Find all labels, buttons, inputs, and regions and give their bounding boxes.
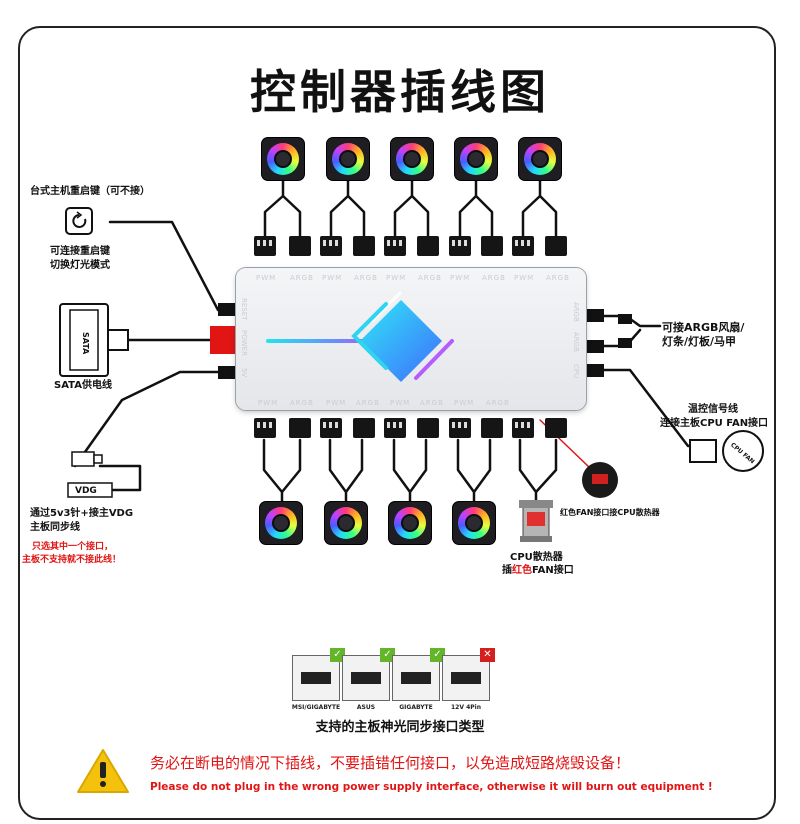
sync-type-card: ✓ ASUS: [342, 648, 395, 711]
hub-side-label: RESET: [240, 298, 248, 321]
connector-pins-icon: [351, 672, 381, 684]
argb-connector-icon: [481, 236, 503, 256]
sync-caption: 支持的主板神光同步接口类型: [315, 720, 485, 735]
warning-english: Please do not plug in the wrong power su…: [150, 781, 713, 793]
hub-port-label: PWM: [256, 274, 277, 282]
pwm-connector-icon: [254, 418, 276, 438]
hub-side-label: 5V: [240, 368, 248, 378]
argb-fan-icon: [389, 502, 431, 544]
argb-fan-icon: [327, 138, 369, 180]
argb-connector-icon: [481, 418, 503, 438]
argb-connector-icon: [289, 236, 311, 256]
argb-connector-icon: [417, 236, 439, 256]
connector-pins-icon: [401, 672, 431, 684]
reset-button-label: 台式主机重启键（可不接）: [30, 186, 150, 197]
argb-connector-icon: [417, 418, 439, 438]
sync-warning-line: 主板不支持就不接此线！: [22, 555, 122, 565]
connector-pins-icon: [451, 672, 481, 684]
argb-fan-icon: [325, 502, 367, 544]
pwm-connector-icon: [449, 236, 471, 256]
hub-port-label: ARGB: [486, 399, 510, 407]
vdg-tag: VDG: [75, 486, 97, 496]
sync-type-card: ✓ GIGABYTE: [392, 648, 445, 711]
temp-note-line: 温控信号线: [688, 404, 738, 415]
sync-type-card: ✓ MSI/GIGABYTE: [292, 648, 345, 711]
hub-port-label: ARGB: [356, 399, 380, 407]
hub-port-label: ARGB: [420, 399, 444, 407]
sync-warning-line: 只选其中一个接口，: [32, 542, 114, 552]
argb-fan-icon: [260, 502, 302, 544]
hub-port-label: ARGB: [482, 274, 506, 282]
hub-port-label: ARGB: [354, 274, 378, 282]
argb-fan-icon: [262, 138, 304, 180]
cpu-cooler-label: CPU散热器: [510, 552, 563, 563]
hub-port-label: PWM: [514, 274, 535, 282]
cpu-cooler-note: 插红色FAN接口: [502, 563, 574, 578]
hub-side-label: CPU: [572, 364, 580, 379]
sata-connector-text: SATA: [81, 332, 90, 355]
sync-type-name: ASUS: [356, 704, 376, 711]
pwm-connector-icon: [254, 236, 276, 256]
controller-hub: PWM ARGB PWM ARGB PWM ARGB PWM ARGB PWM …: [236, 268, 586, 410]
pwm-connector-icon: [512, 418, 534, 438]
pwm-connector-icon: [320, 236, 342, 256]
pwm-connector-icon: [449, 418, 471, 438]
argb-connector-icon: [353, 236, 375, 256]
hub-port-label: PWM: [326, 399, 347, 407]
check-icon: ✓: [380, 648, 395, 662]
argb-connector-icon: [545, 236, 567, 256]
argb-connector-icon: [353, 418, 375, 438]
sync-type-name: GIGABYTE: [399, 704, 433, 711]
warning-chinese: 务必在断电的情况下插线，不要插错任何接口，以免造成短路烧毁设备！: [150, 754, 631, 772]
note-suffix: FAN接口: [532, 565, 574, 576]
hub-port-label: PWM: [454, 399, 475, 407]
pwm-connector-icon: [512, 236, 534, 256]
argb-note-line: 灯条/灯板/马甲: [662, 335, 737, 348]
hub-port-label: PWM: [390, 399, 411, 407]
sata-label: SATA供电线: [54, 380, 112, 391]
note-red: 红色: [512, 565, 532, 576]
hub-port-label: PWM: [450, 274, 471, 282]
red-fan-label: 红色FAN接口接CPU散热器: [560, 508, 660, 517]
hub-port-label: PWM: [386, 274, 407, 282]
hub-side-label: ARGB: [572, 332, 580, 352]
sync-type-name: 12V 4Pin: [451, 704, 481, 711]
argb-note-line: 可接ARGB风扇/: [662, 321, 745, 334]
hub-side-label: ARGB: [572, 302, 580, 322]
check-icon: ✓: [430, 648, 445, 662]
reset-note-line: 切换灯光模式: [50, 260, 110, 271]
connector-pins-icon: [301, 672, 331, 684]
sync-type-card: ✕ 12V 4Pin: [442, 648, 495, 711]
pwm-connector-icon: [320, 418, 342, 438]
argb-fan-icon: [455, 138, 497, 180]
cross-icon: ✕: [480, 648, 495, 662]
pwm-connector-icon: [384, 236, 406, 256]
check-icon: ✓: [330, 648, 345, 662]
sync-line: 主板同步线: [30, 522, 80, 533]
argb-fan-icon: [519, 138, 561, 180]
sync-line: 通过5v3针+接主VDG: [30, 508, 134, 519]
argb-connector-icon: [289, 418, 311, 438]
pwm-connector-icon: [384, 418, 406, 438]
reset-note-line: 可连接重启键: [50, 246, 110, 257]
argb-fan-icon: [453, 502, 495, 544]
argb-connector-icon: [545, 418, 567, 438]
hub-port-label: ARGB: [290, 274, 314, 282]
hub-port-label: PWM: [258, 399, 279, 407]
note-prefix: 插: [502, 565, 512, 576]
hub-port-label: ARGB: [290, 399, 314, 407]
hub-port-label: PWM: [322, 274, 343, 282]
temp-note-line: 连接主板CPU FAN接口: [660, 418, 769, 429]
hub-port-label: ARGB: [546, 274, 570, 282]
hub-port-label: ARGB: [418, 274, 442, 282]
hub-light-logo: [266, 290, 558, 382]
diagram-title: 控制器插线图: [250, 65, 550, 119]
argb-fan-icon: [391, 138, 433, 180]
sync-type-name: MSI/GIGABYTE: [291, 704, 341, 711]
hub-side-label: POWER: [240, 330, 248, 356]
